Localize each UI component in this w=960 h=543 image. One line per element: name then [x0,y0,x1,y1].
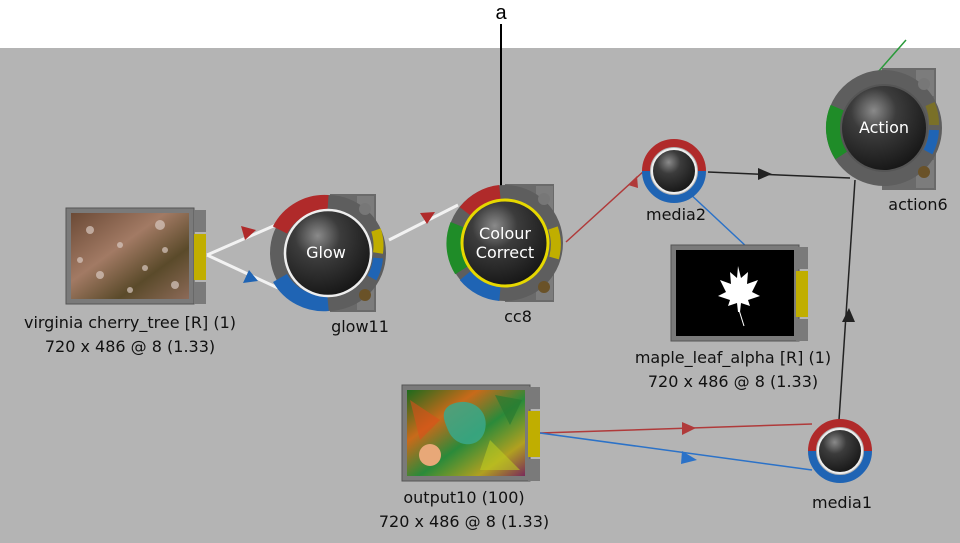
clip-port[interactable] [528,459,540,481]
link-media1-to-action[interactable] [838,179,856,421]
clip-node-virginia-cherry-tree[interactable]: virginia cherry_tree [R] (1) 720 x 486 @… [24,207,236,356]
node-name: glow11 [331,317,389,336]
link-action-output[interactable] [877,39,907,73]
links [206,39,907,471]
clip-name: virginia cherry_tree [R] (1) [24,313,236,333]
node-title-line2: Correct [476,243,534,262]
action-node[interactable]: Action action6 [825,68,948,214]
clip-output-tab[interactable] [528,411,540,457]
clip-port[interactable] [194,282,206,304]
clip-port[interactable] [528,387,540,409]
matte-input-port[interactable] [273,273,329,312]
matte-input-port[interactable] [808,450,872,483]
node-indicator [359,203,371,215]
clip-resolution: 720 x 486 @ 8 (1.33) [379,512,549,531]
node-title: Glow [306,243,346,262]
link-maple-to-media2[interactable] [687,191,749,249]
link-arrow [243,270,258,283]
node-ball[interactable] [817,428,863,474]
clip-port[interactable] [796,319,808,341]
clip-node-maple-leaf-alpha[interactable]: maple_leaf_alpha [R] (1) 720 x 486 @ 8 (… [635,244,831,391]
front-input-port[interactable] [808,419,872,452]
maple-leaf-icon [718,266,760,312]
link-arrow [681,451,697,464]
node-name: media1 [812,493,872,512]
matte-input-port[interactable] [459,269,502,301]
mask-port[interactable] [367,257,383,281]
front-input-port[interactable] [642,139,706,172]
clip-resolution: 720 x 486 @ 8 (1.33) [45,337,215,356]
background-input-port[interactable] [825,104,849,160]
clip-name: maple_leaf_alpha [R] (1) [635,348,831,368]
node-indicator [359,289,371,301]
clip-port[interactable] [796,247,808,269]
callout-label: a [495,2,507,24]
clip-resolution: 720 x 486 @ 8 (1.33) [648,372,818,391]
matte-input-port[interactable] [642,170,706,203]
output-port[interactable] [925,102,939,126]
node-title: Action [859,118,909,137]
link-arrow [842,308,855,322]
link-clip-to-glow-front[interactable] [206,222,279,257]
node-indicator [918,78,930,90]
link-glow-to-cc[interactable] [388,203,459,242]
back-input-port[interactable] [446,222,470,275]
link-arrow [628,176,638,188]
node-title-line1: Colour [479,224,531,243]
glow-node[interactable]: Glow glow11 [270,194,389,336]
node-indicator [538,193,550,205]
clip-node-output10[interactable]: output10 (100) 720 x 486 @ 8 (1.33) [379,384,549,531]
node-ball[interactable] [840,84,928,172]
clip-port[interactable] [194,210,206,232]
media1-node[interactable]: media1 [808,419,872,512]
node-indicator [538,281,550,293]
node-ball[interactable] [651,148,697,194]
output-port[interactable] [371,228,384,254]
link-arrow [420,212,435,224]
link-clip-to-glow-matte[interactable] [206,253,279,290]
node-name: cc8 [504,307,532,326]
output-port[interactable] [548,226,561,260]
leaf-stem [738,309,745,327]
link-arrow [682,422,696,435]
link-media2-to-action[interactable] [707,171,851,179]
link-arrow [758,168,772,180]
mask-port[interactable] [923,129,939,155]
colour-correct-node[interactable]: Colour Correct cc8 [446,184,563,326]
thumbnail-texture [410,395,522,470]
clip-name: output10 (100) [403,488,524,507]
node-name: media2 [646,205,706,224]
node-indicator [918,166,930,178]
clip-output-tab[interactable] [796,271,808,317]
link-output-to-media1-matte[interactable] [539,432,813,471]
thumbnail-texture [77,220,179,293]
media2-node[interactable]: media2 [642,139,706,224]
front-input-port[interactable] [272,194,329,235]
clip-output-tab[interactable] [194,234,206,280]
node-ball[interactable] [460,198,550,288]
front-input-port[interactable] [459,185,502,218]
node-name: action6 [888,195,947,214]
link-output-to-media1-front[interactable] [539,423,813,434]
node-ball[interactable] [283,208,373,298]
link-arrow [241,226,256,240]
